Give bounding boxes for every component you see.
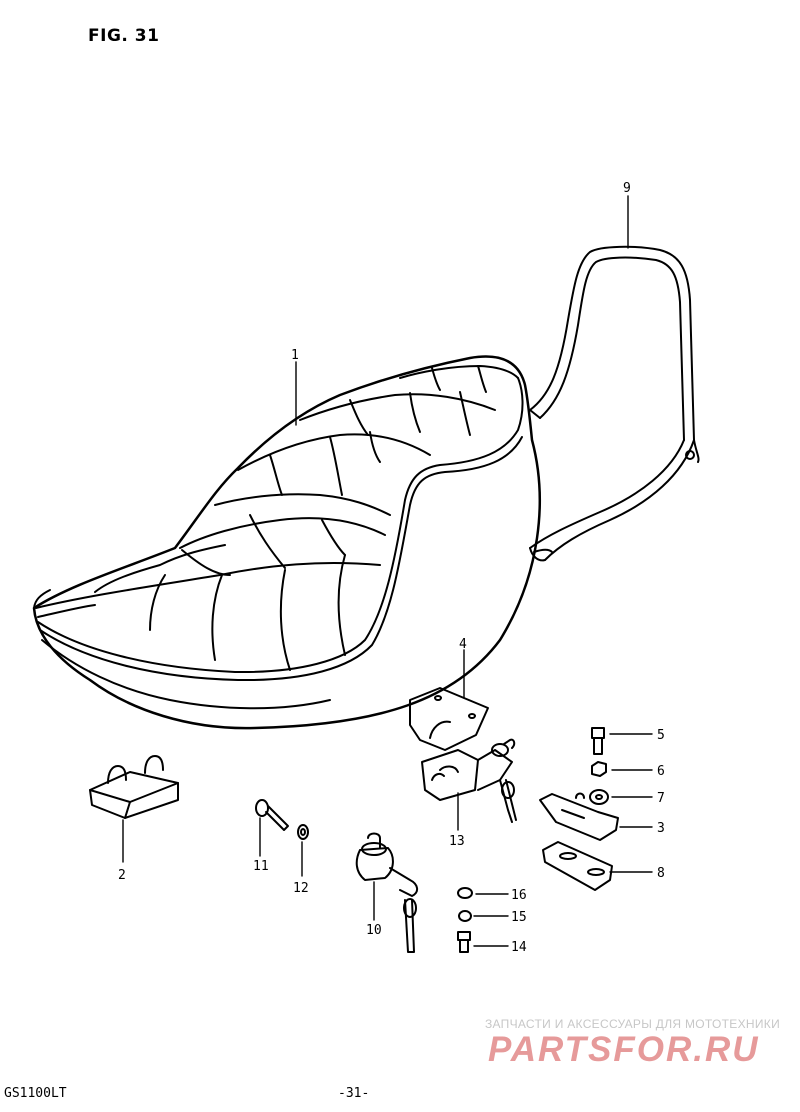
screw-14-drawing [457,931,471,953]
callout-13: 13 [449,834,465,849]
footer-model: GS1100LT [4,1086,67,1101]
lock-13-drawing [421,738,517,823]
figure-title: FIG. 31 [88,26,160,46]
lock-10-drawing [355,832,418,953]
callout-16: 16 [511,888,527,903]
callout-10: 10 [366,923,382,938]
footer-page-number: -31- [338,1086,370,1101]
washer-12-drawing [297,824,309,840]
callout-12: 12 [293,881,309,896]
washer-7-drawing [589,789,609,805]
callout-7: 7 [657,791,665,806]
callout-2: 2 [118,868,126,883]
bracket-4-drawing [409,687,489,751]
callout-8: 8 [657,866,665,881]
callout-1: 1 [291,348,299,363]
bolt-11-drawing [255,799,289,831]
seat-drawing [32,355,541,730]
callout-9: 9 [623,181,631,196]
plate-8-drawing [542,841,613,891]
washer-16-drawing [457,887,473,899]
callout-15: 15 [511,910,527,925]
callout-5: 5 [657,728,665,743]
watermark-brand: PARTSFOR.RU [488,1030,760,1069]
nut-15-drawing [458,910,472,922]
backrest-bar-drawing [529,245,700,562]
callout-6: 6 [657,764,665,779]
bolt-5-drawing [591,727,605,755]
watermark-caption: ЗАПЧАСТИ И АКСЕССУАРЫ ДЛЯ МОТОТЕХНИКИ [484,1017,780,1031]
callout-14: 14 [511,940,527,955]
callout-labels: 1 2 3 4 5 6 7 8 9 10 11 12 13 14 15 16 [118,181,665,955]
callout-3: 3 [657,821,665,836]
bumper-drawing [89,755,179,819]
callout-4: 4 [459,637,467,652]
leader-lines [122,195,653,947]
nut-6-drawing [591,761,607,777]
bracket-3-drawing [539,792,619,841]
callout-11: 11 [253,859,269,874]
